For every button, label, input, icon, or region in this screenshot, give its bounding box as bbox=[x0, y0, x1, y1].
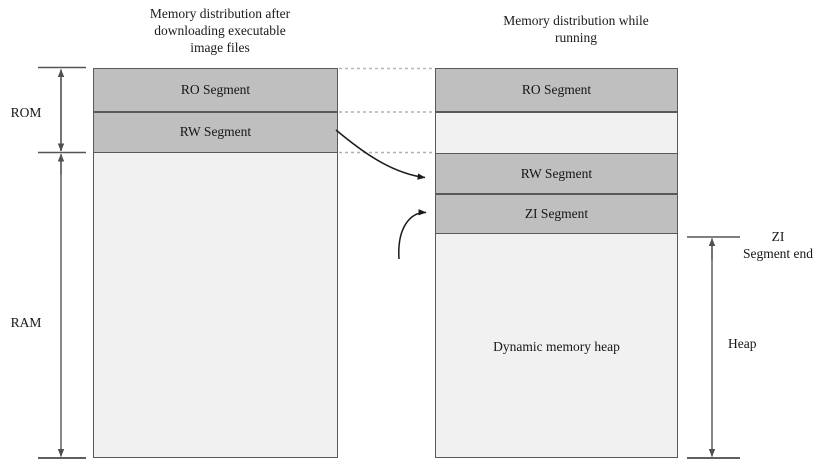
dynamic-memory-heap: Dynamic memory heap bbox=[435, 233, 678, 458]
left-ro-segment: RO Segment bbox=[93, 68, 338, 112]
right-diagram-title: Memory distribution while running bbox=[503, 13, 649, 45]
right-zi-segment-label: ZI Segment bbox=[524, 205, 589, 221]
ram-bracket-label: RAM bbox=[10, 315, 42, 330]
rom-bracket-label: ROM bbox=[10, 105, 42, 120]
heap-bracket-label: Heap bbox=[728, 336, 757, 351]
right-zi-segment: ZI Segment bbox=[435, 193, 678, 234]
left-ro-segment-label: RO Segment bbox=[180, 82, 251, 97]
left-rw-segment: RW Segment bbox=[93, 111, 338, 153]
right-rw-segment-label: RW Segment bbox=[520, 165, 593, 181]
left-rw-segment-label: RW Segment bbox=[179, 124, 252, 139]
left-diagram-title: Memory distribution after downloading ex… bbox=[149, 6, 291, 55]
zi-segment-end-label: ZI Segment end bbox=[742, 229, 814, 261]
right-rw-segment: RW Segment bbox=[435, 153, 678, 194]
zi-creation-arrow bbox=[398, 209, 427, 260]
right-ro-segment-label: RO Segment bbox=[521, 82, 592, 97]
alignment-dotted-lines bbox=[339, 67, 434, 154]
right-gap-area bbox=[435, 111, 678, 154]
ram-dimension-arrow bbox=[38, 153, 86, 459]
right-ro-segment: RO Segment bbox=[435, 68, 678, 112]
dynamic-memory-heap-label: Dynamic memory heap bbox=[493, 339, 620, 354]
rw-relocation-arrow bbox=[335, 129, 426, 180]
left-free-area bbox=[93, 152, 338, 458]
